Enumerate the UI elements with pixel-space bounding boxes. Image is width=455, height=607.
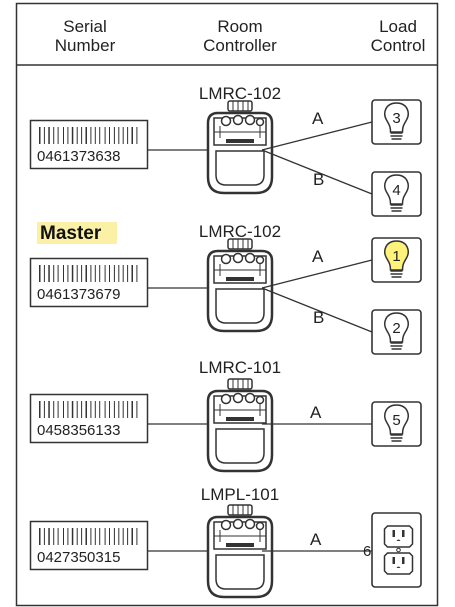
room-controller-icon bbox=[206, 377, 274, 473]
serial-number: 0461373638 bbox=[37, 148, 120, 165]
branch-label: B bbox=[313, 308, 324, 327]
header-serial-line2: Number bbox=[55, 36, 116, 55]
header-load-line2: Control bbox=[371, 36, 426, 55]
header-room-line2: Controller bbox=[203, 36, 277, 55]
controller-row: LMPL-101 0427350315 A 6 bbox=[29, 485, 422, 599]
serial-number-label: 0461373638 bbox=[29, 119, 149, 170]
master-label: Master bbox=[40, 223, 102, 244]
master-highlight bbox=[37, 222, 117, 244]
branch-line bbox=[261, 121, 373, 151]
header-load-line1: Load bbox=[379, 17, 417, 36]
barcode-icon bbox=[39, 265, 138, 282]
model-label: LMRC-102 bbox=[199, 222, 281, 241]
load-control: 2 bbox=[371, 309, 422, 355]
load-number: 3 bbox=[392, 110, 400, 127]
branch-label: A bbox=[310, 530, 322, 549]
branch-label: B bbox=[313, 170, 324, 189]
load-number: 1 bbox=[392, 248, 400, 265]
branch-label: A bbox=[312, 109, 324, 128]
barcode-icon bbox=[39, 528, 138, 545]
load-control: 1 bbox=[371, 237, 422, 283]
header-serial-line1: Serial bbox=[63, 17, 106, 36]
room-controller-icon bbox=[206, 99, 274, 195]
controller-row: LMRC-101 0458356133 A 5 bbox=[29, 358, 422, 473]
load-control: 6 bbox=[363, 512, 422, 588]
branch-line bbox=[261, 149, 373, 195]
branch-label: A bbox=[310, 403, 322, 422]
barcode-icon bbox=[39, 401, 138, 418]
load-number: 6 bbox=[363, 543, 371, 560]
serial-number: 0461373679 bbox=[37, 286, 120, 303]
model-label: LMRC-102 bbox=[199, 84, 281, 103]
controller-row: LMRC-102 0461373638 A 3B 4 bbox=[29, 84, 422, 217]
header-room-line1: Room bbox=[217, 17, 262, 36]
load-number: 2 bbox=[392, 320, 400, 337]
load-number: 5 bbox=[392, 412, 400, 429]
model-label: LMPL-101 bbox=[201, 485, 279, 504]
serial-number: 0458356133 bbox=[37, 422, 120, 439]
barcode-icon bbox=[39, 127, 138, 144]
serial-number-label: 0427350315 bbox=[29, 520, 149, 571]
diagram-frame bbox=[15, 2, 439, 607]
branch-line bbox=[261, 287, 373, 333]
branch-line bbox=[261, 259, 373, 289]
load-control: 4 bbox=[371, 171, 422, 217]
room-controller-icon bbox=[206, 237, 274, 333]
serial-number-label: 0458356133 bbox=[29, 393, 149, 444]
serial-number-label: 0461373679 bbox=[29, 257, 149, 308]
branch-label: A bbox=[312, 247, 324, 266]
load-number: 4 bbox=[392, 182, 400, 199]
model-label: LMRC-101 bbox=[199, 358, 281, 377]
controller-row: LMRC-102 Master 0461373679 A 1B 2 bbox=[29, 222, 422, 355]
load-control: 3 bbox=[371, 99, 422, 145]
serial-number: 0427350315 bbox=[37, 549, 120, 566]
load-control: 5 bbox=[371, 401, 422, 447]
